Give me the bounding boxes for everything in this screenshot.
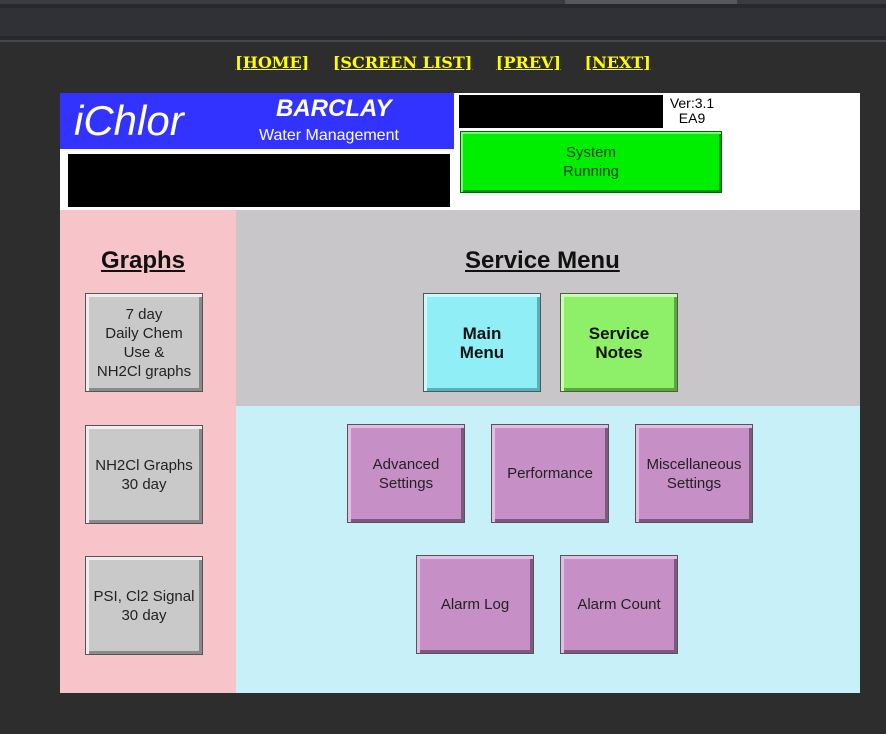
- browser-tab[interactable]: [0, 0, 565, 4]
- version-number: Ver:3.1: [669, 95, 715, 111]
- brand-subtitle: Water Management: [259, 127, 399, 144]
- advanced-settings-button[interactable]: Advanced Settings: [347, 424, 465, 523]
- hmi-panel: iChlor BARCLAY Water Management Ver:3.1 …: [60, 93, 860, 693]
- browser-top-bar: [0, 0, 886, 42]
- brand-name: BARCLAY: [276, 95, 392, 122]
- redacted-field: [68, 154, 450, 207]
- browser-toolbar: [0, 8, 886, 36]
- settings-section: Advanced Settings Performance Miscellane…: [236, 406, 860, 693]
- service-notes-button[interactable]: Service Notes: [560, 293, 678, 392]
- logo-text: iChlor: [74, 97, 184, 144]
- version-code: EA9: [678, 110, 706, 126]
- screen-list-link[interactable]: [SCREEN LIST]: [332, 53, 473, 72]
- prev-link[interactable]: [PREV]: [495, 53, 561, 72]
- graphs-heading: Graphs: [101, 247, 186, 274]
- home-link[interactable]: [HOME]: [235, 53, 310, 72]
- nh2cl-graphs-button[interactable]: NH2Cl Graphs 30 day: [85, 425, 203, 524]
- version-label: Ver:3.1 EA9: [662, 96, 722, 126]
- main-menu-button[interactable]: Main Menu: [423, 293, 541, 392]
- service-menu-heading: Service Menu: [465, 247, 620, 274]
- graphs-section: Graphs 7 day Daily Chem Use & NH2Cl grap…: [60, 210, 236, 693]
- psi-cl2-signal-button[interactable]: PSI, Cl2 Signal 30 day: [85, 556, 203, 655]
- next-link[interactable]: [NEXT]: [584, 53, 651, 72]
- redacted-field: [459, 95, 663, 128]
- status-line-1: System: [565, 144, 616, 161]
- browser-tab-active[interactable]: [565, 0, 737, 4]
- alarm-count-button[interactable]: Alarm Count: [560, 555, 678, 654]
- screen-nav: [HOME] [SCREEN LIST] [PREV] [NEXT]: [0, 53, 886, 72]
- system-status-indicator: System Running: [460, 131, 722, 193]
- ichlor-logo: iChlor BARCLAY Water Management: [60, 93, 454, 149]
- service-menu-section: Service Menu Main Menu Service Notes: [236, 210, 860, 406]
- alarm-log-button[interactable]: Alarm Log: [416, 555, 534, 654]
- miscellaneous-settings-button[interactable]: Miscellaneous Settings: [635, 424, 753, 523]
- browser-tab[interactable]: [737, 0, 886, 4]
- performance-button[interactable]: Performance: [491, 424, 609, 523]
- daily-chem-graphs-button[interactable]: 7 day Daily Chem Use & NH2Cl graphs: [85, 293, 203, 392]
- status-line-2: Running: [563, 163, 619, 180]
